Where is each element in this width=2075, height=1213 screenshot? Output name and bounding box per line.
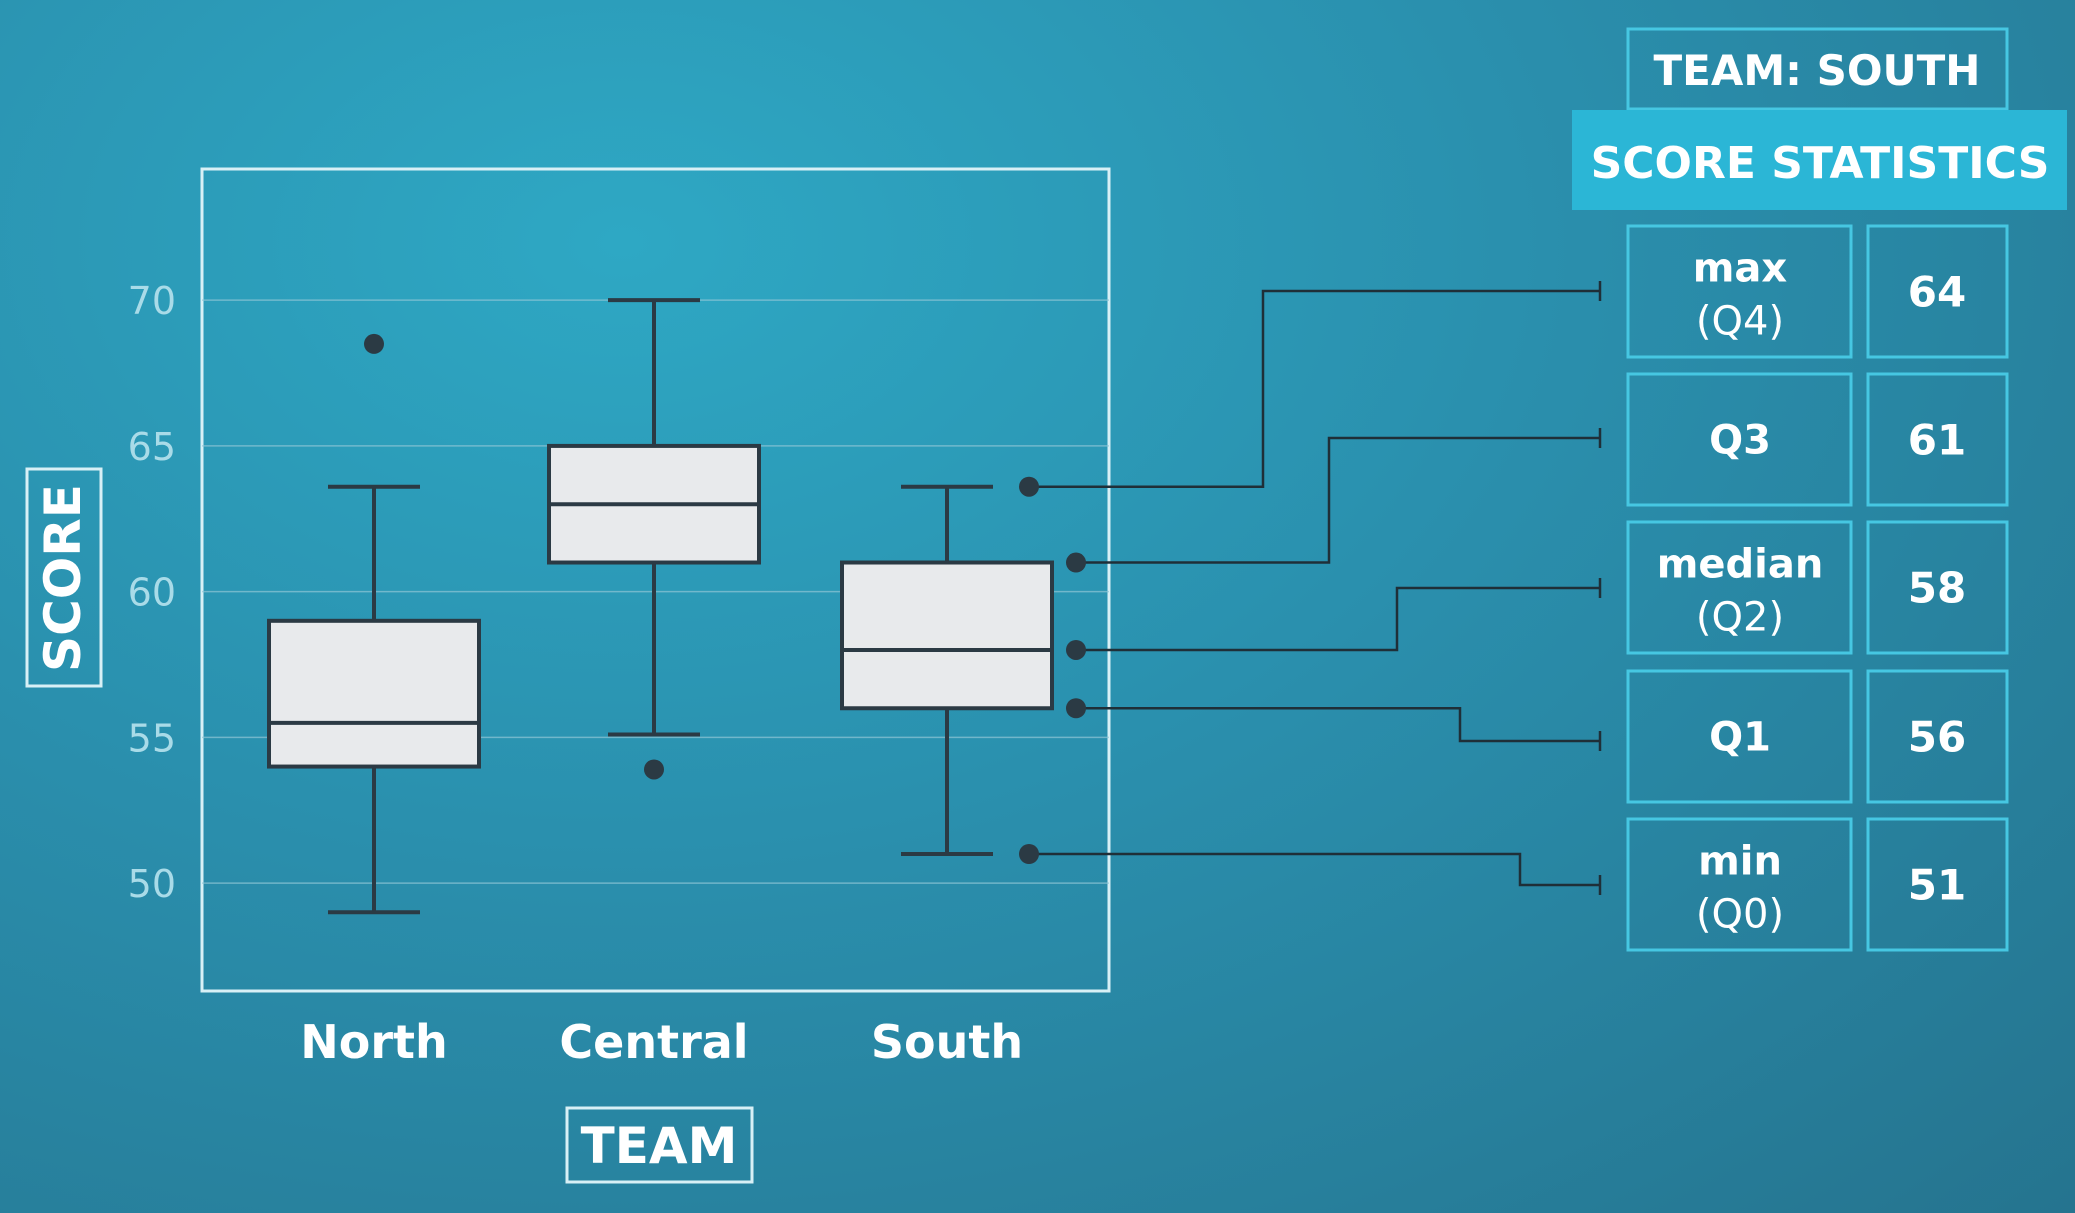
connector-max bbox=[1029, 289, 1600, 488]
team-header-box bbox=[1626, 27, 2009, 111]
outlier-point bbox=[364, 333, 384, 354]
x-tick-label: South bbox=[871, 1015, 1023, 1069]
stat-marker-max bbox=[1019, 476, 1039, 497]
stat-label-line2: (Q0) bbox=[1696, 892, 1784, 938]
y-tick-label: 55 bbox=[128, 716, 176, 760]
connector-min bbox=[1029, 852, 1600, 887]
stat-label-cell bbox=[1626, 224, 1853, 359]
stat-label-cell bbox=[1626, 520, 1853, 655]
y-tick-label: 70 bbox=[128, 279, 176, 323]
stat-row-median: median (Q2) 58 bbox=[1626, 520, 2009, 655]
box-central bbox=[547, 298, 761, 780]
connector-q3 bbox=[1076, 436, 1600, 564]
stat-value: 56 bbox=[1908, 713, 1966, 762]
stats-title-bar bbox=[1572, 110, 2067, 210]
stat-label-cell bbox=[1626, 669, 1853, 804]
iqr-box bbox=[267, 618, 481, 769]
x-tick-label: North bbox=[300, 1015, 448, 1069]
team-header: TEAM: SOUTH bbox=[1654, 46, 1981, 95]
y-axis-label-box: SCORE bbox=[25, 467, 103, 688]
box-south bbox=[840, 484, 1054, 856]
stat-value-cell bbox=[1866, 669, 2009, 804]
stat-label-cell bbox=[1626, 817, 1853, 952]
x-tick-labels: North Central South bbox=[300, 1015, 1023, 1069]
stat-label-line1: min bbox=[1698, 839, 1782, 885]
stat-label-line1: median bbox=[1657, 542, 1824, 588]
x-tick-label: Central bbox=[559, 1015, 748, 1069]
stat-value-cell bbox=[1866, 817, 2009, 952]
stat-label: Q1 bbox=[1709, 715, 1771, 761]
stat-row-q3: Q3 61 bbox=[1626, 372, 2009, 507]
stat-value-cell bbox=[1866, 372, 2009, 507]
y-tick-label: 65 bbox=[128, 425, 176, 469]
stats-title: SCORE STATISTICS bbox=[1591, 138, 2050, 189]
y-axis-label: SCORE bbox=[34, 484, 92, 672]
connector-q1 bbox=[1076, 707, 1600, 743]
stat-label-line2: (Q4) bbox=[1696, 299, 1784, 345]
iqr-box bbox=[840, 560, 1054, 711]
stat-connectors bbox=[1019, 281, 1602, 895]
stat-row-q1: Q1 56 bbox=[1626, 669, 2009, 804]
stat-label-cell bbox=[1626, 372, 1853, 507]
box-north bbox=[267, 333, 481, 915]
connector-median bbox=[1076, 586, 1600, 652]
stat-label-line2: (Q2) bbox=[1696, 595, 1784, 641]
stat-row-max: max (Q4) 64 bbox=[1626, 224, 2009, 359]
x-axis-label: TEAM bbox=[581, 1117, 738, 1175]
outlier-point bbox=[644, 759, 664, 780]
plot-frame bbox=[200, 167, 1111, 993]
x-axis-label-box: TEAM bbox=[565, 1106, 754, 1184]
y-tick-label: 60 bbox=[128, 571, 176, 615]
stat-value-cell bbox=[1866, 224, 2009, 359]
stat-marker-q3 bbox=[1066, 552, 1086, 573]
stat-marker-min bbox=[1019, 844, 1039, 864]
stat-value: 58 bbox=[1908, 564, 1966, 613]
y-tick-labels: 50 55 60 65 70 bbox=[128, 279, 176, 906]
stat-label: Q3 bbox=[1709, 418, 1771, 464]
stat-marker-q1 bbox=[1066, 698, 1086, 719]
box-plots bbox=[267, 298, 1054, 915]
stat-value: 64 bbox=[1908, 268, 1966, 317]
stat-row-min: min (Q0) 51 bbox=[1626, 817, 2009, 952]
y-tick-label: 50 bbox=[128, 862, 176, 906]
stat-marker-median bbox=[1066, 639, 1086, 660]
stat-value-cell bbox=[1866, 520, 2009, 655]
stat-value: 51 bbox=[1908, 861, 1966, 910]
stats-panel: TEAM: SOUTH SCORE STATISTICS max (Q4) 64Q3… bbox=[1572, 27, 2067, 952]
stat-value: 61 bbox=[1908, 416, 1966, 465]
stat-label-line1: max bbox=[1693, 246, 1788, 292]
